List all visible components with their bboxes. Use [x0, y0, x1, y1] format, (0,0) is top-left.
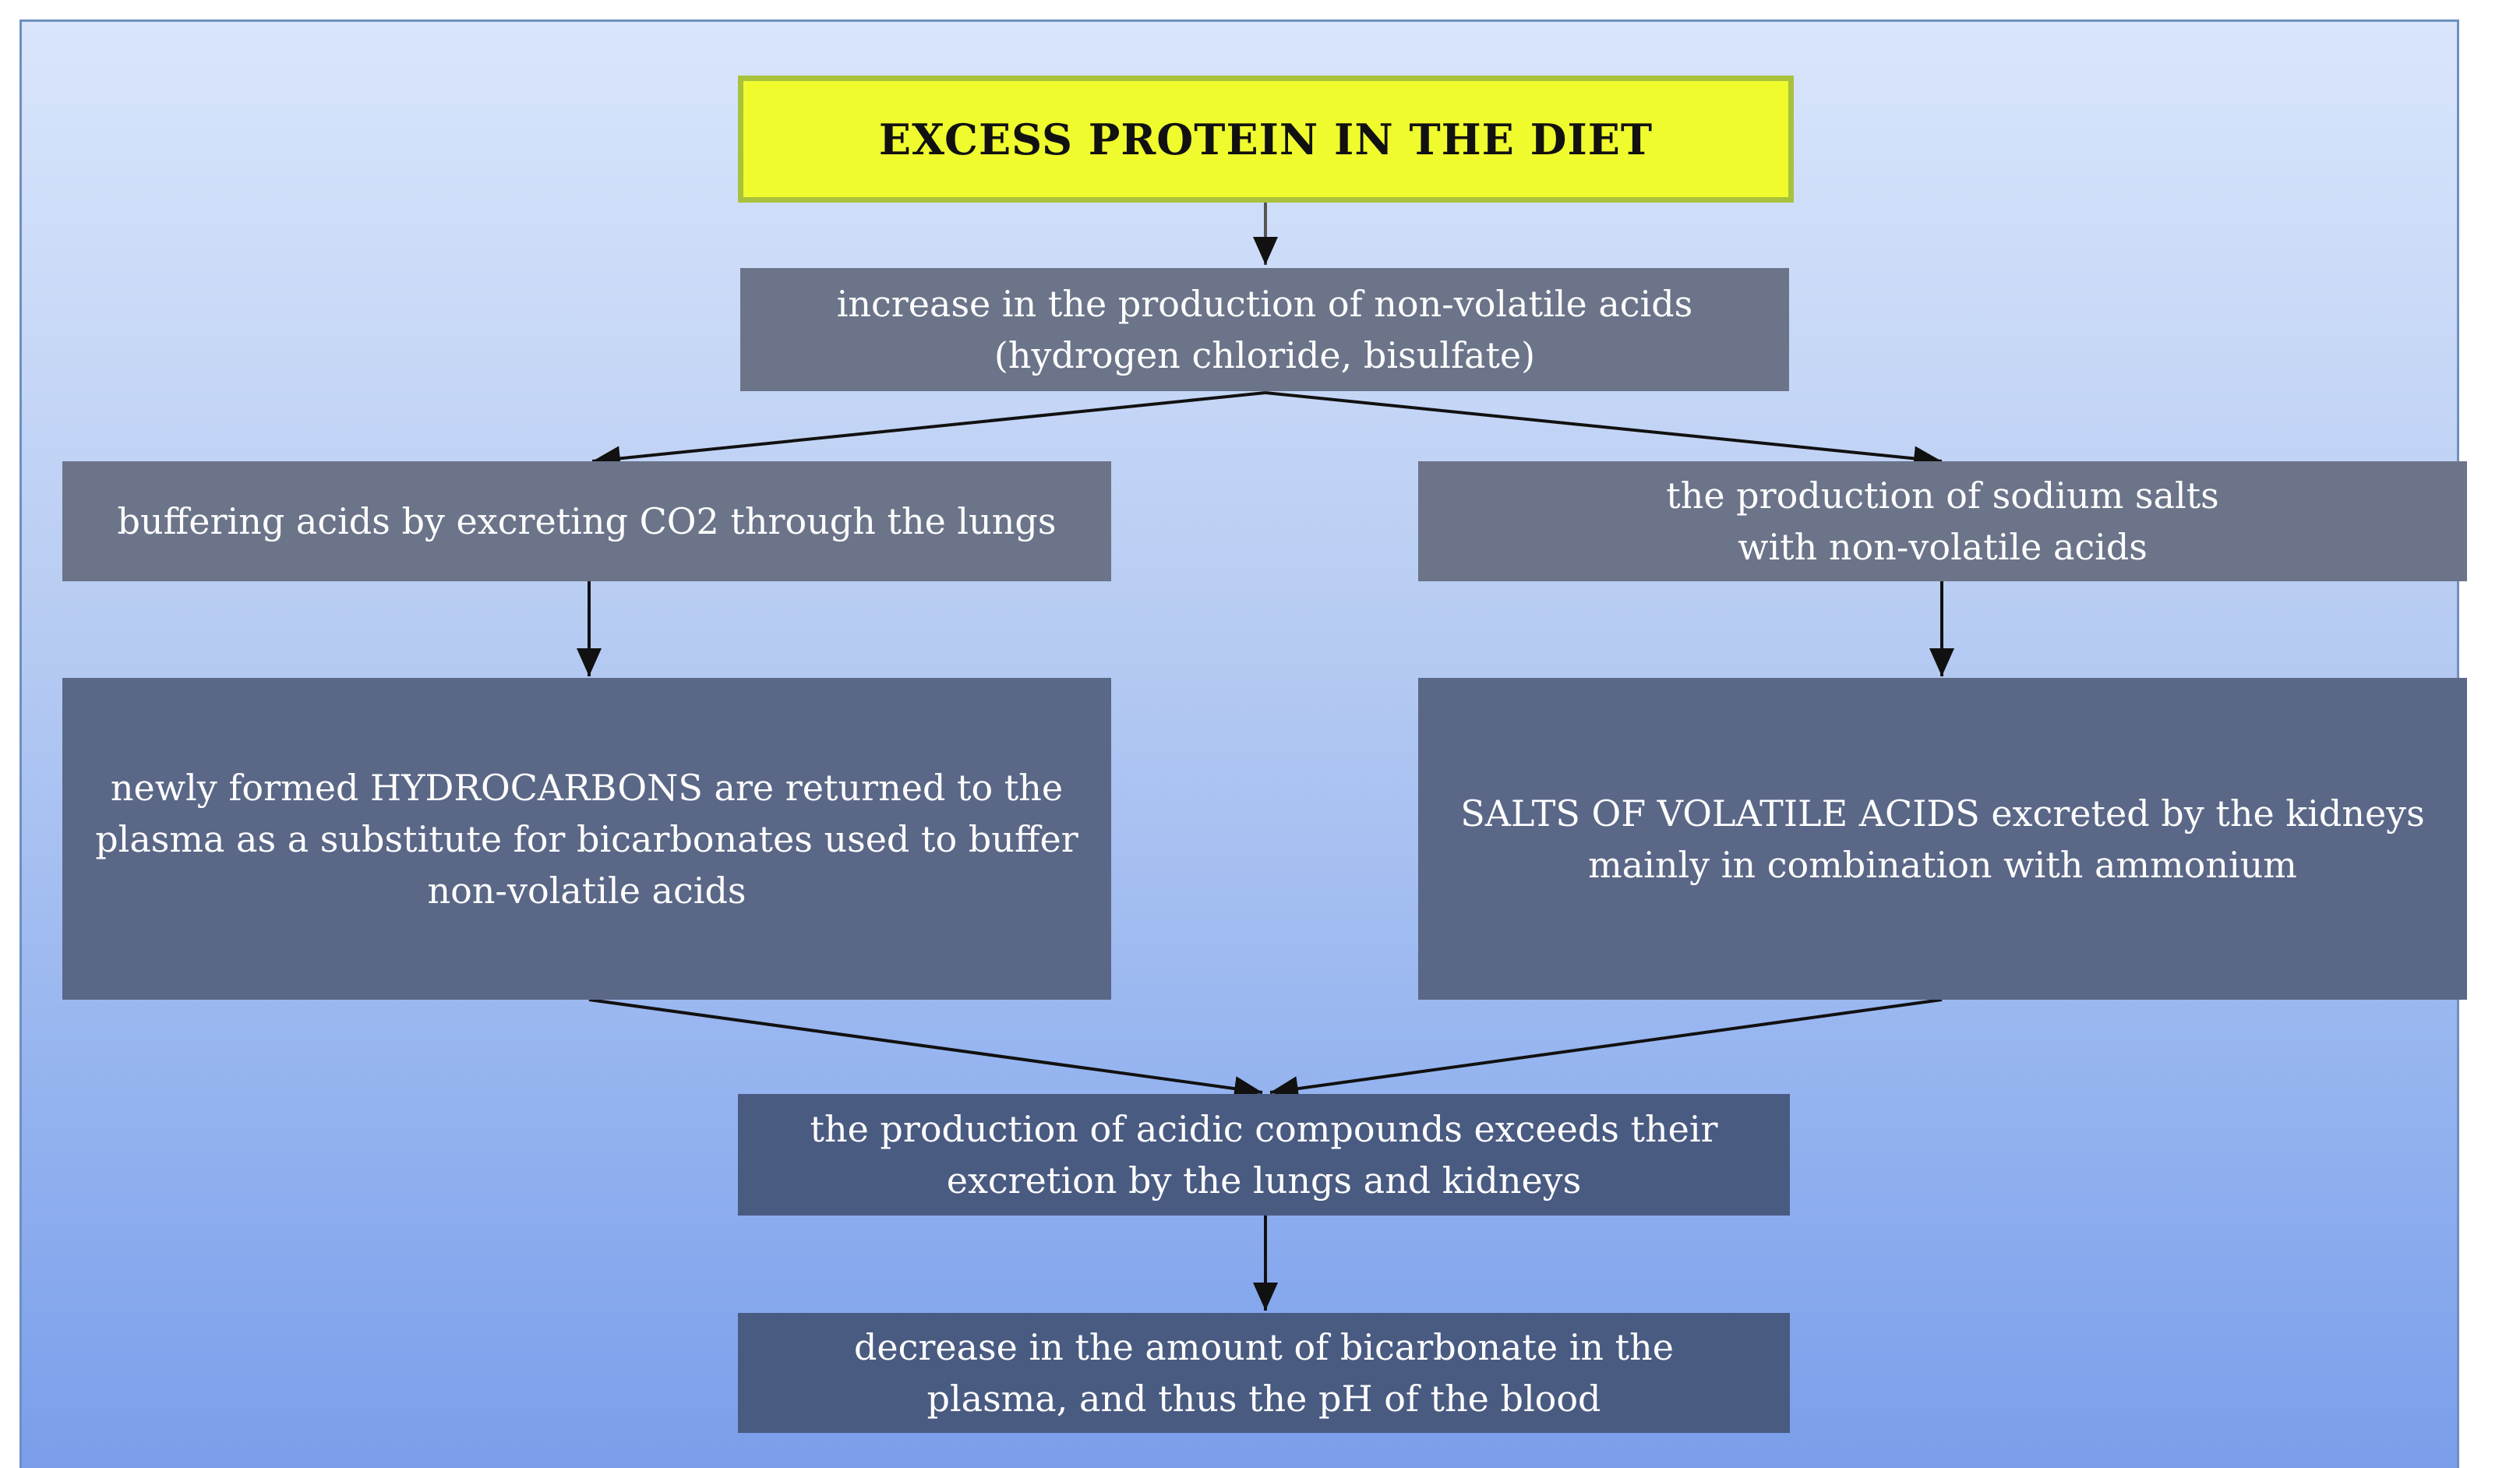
acid-production-text: increase in the production of non-volati… [836, 283, 1693, 376]
acidic-compounds-box: the production of acidic compounds excee… [738, 1094, 1790, 1216]
bicarbonate-decrease-text: decrease in the amount of bicarbonate in… [853, 1326, 1675, 1420]
title-box: EXCESS PROTEIN IN THE DIET [738, 76, 1794, 203]
sodium-salts-box: the production of sodium salts with non-… [1418, 461, 2467, 581]
title-text: EXCESS PROTEIN IN THE DIET [878, 114, 1654, 164]
acidic-compounds-text: the production of acidic compounds excee… [810, 1108, 1718, 1202]
volatile-salts-text: SALTS OF VOLATILE ACIDS excreted by the … [1460, 792, 2425, 886]
buffering-box: buffering acids by excreting CO2 through… [62, 461, 1111, 581]
sodium-salts-text: the production of sodium salts with non-… [1666, 475, 2219, 568]
bicarbonate-decrease-box: decrease in the amount of bicarbonate in… [738, 1313, 1790, 1433]
hydrocarbons-text: newly formed HYDROCARBONS are returned t… [95, 766, 1078, 912]
volatile-salts-box: SALTS OF VOLATILE ACIDS excreted by the … [1418, 678, 2467, 1000]
buffering-text: buffering acids by excreting CO2 through… [117, 500, 1057, 542]
acid-production-box: increase in the production of non-volati… [740, 268, 1789, 391]
hydrocarbons-box: newly formed HYDROCARBONS are returned t… [62, 678, 1111, 1000]
